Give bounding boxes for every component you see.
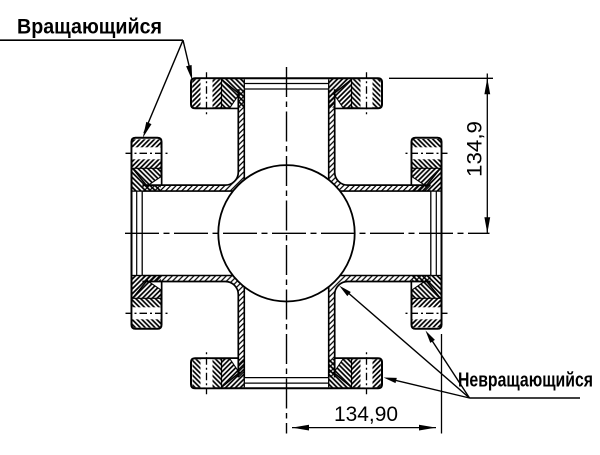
- svg-text:134,9: 134,9: [463, 121, 487, 177]
- svg-text:Вращающийся: Вращающийся: [17, 16, 162, 39]
- svg-text:134,90: 134,90: [334, 402, 398, 426]
- svg-text:Невращающийся: Невращающийся: [458, 369, 593, 391]
